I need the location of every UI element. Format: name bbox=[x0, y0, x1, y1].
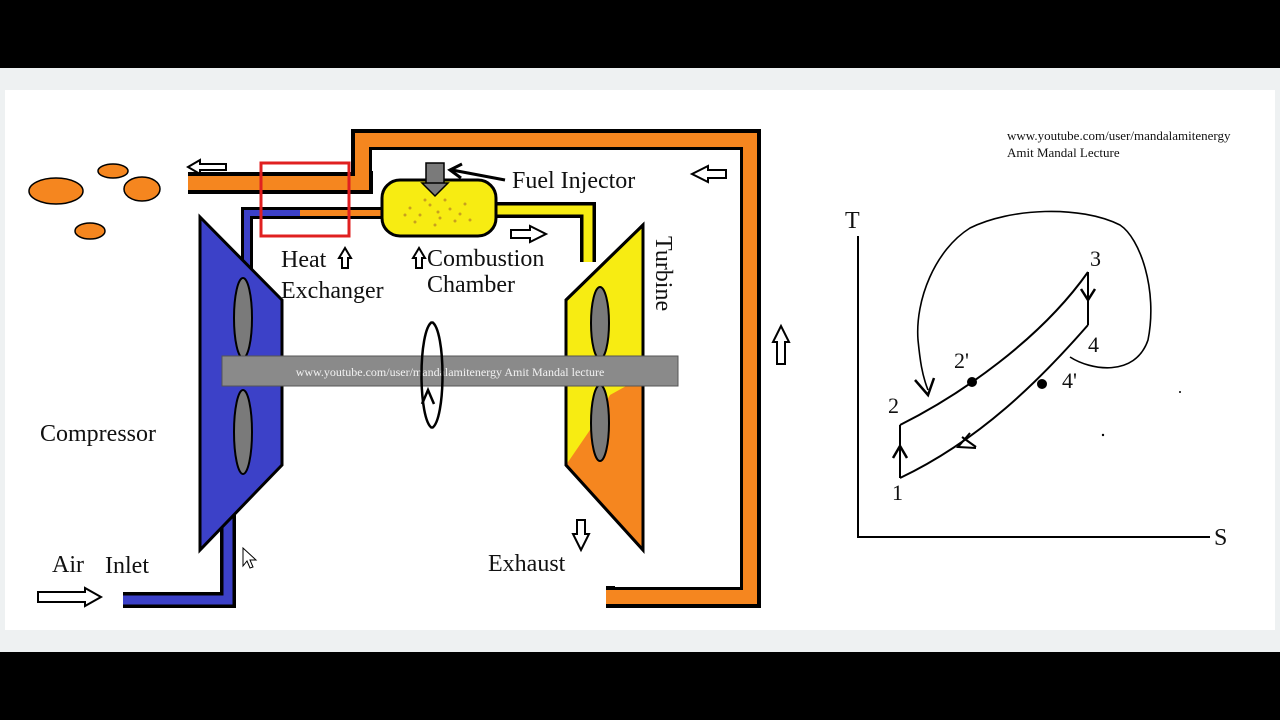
ts-point-4-label: 4 bbox=[1088, 332, 1099, 357]
label-exhaust: Exhaust bbox=[488, 551, 566, 577]
exhaust-gas-pipe bbox=[188, 129, 761, 608]
arrow-exhaust-out-icon bbox=[186, 158, 227, 176]
arrow-top-pipe-icon bbox=[689, 164, 727, 184]
mouse-cursor-icon bbox=[242, 546, 258, 569]
ts-axis-s-label: S bbox=[1214, 525, 1227, 551]
ts-point-2p-dot bbox=[967, 377, 977, 387]
arrow-heat-up-icon bbox=[337, 246, 353, 269]
label-heat: Heat bbox=[281, 247, 327, 273]
stray-dot bbox=[1101, 433, 1105, 437]
ts-arrow-1-2-icon bbox=[891, 443, 909, 459]
combustion-to-turbine-pipe bbox=[494, 202, 596, 262]
ts-process-4-1 bbox=[899, 324, 1089, 479]
arrow-to-turbine-icon bbox=[510, 224, 549, 244]
flow-arrows bbox=[37, 158, 791, 608]
ts-process-2-3 bbox=[899, 271, 1089, 426]
watermark-channel: Amit Mandal Lecture bbox=[1007, 145, 1120, 160]
turbine-blade-bottom bbox=[590, 384, 610, 462]
label-fuel-injector: Fuel Injector bbox=[512, 168, 635, 194]
combustion-chamber bbox=[380, 162, 498, 238]
arrow-air-inlet-icon bbox=[37, 586, 104, 608]
arrow-exhaust-down-icon bbox=[571, 519, 591, 553]
watermark-url: www.youtube.com/user/mandalamitenergy bbox=[1007, 128, 1231, 143]
label-exchanger: Exchanger bbox=[281, 278, 384, 304]
label-turbine: Turbine bbox=[650, 236, 676, 311]
shaft-watermark: www.youtube.com/user/mandalamitenergy Am… bbox=[296, 365, 605, 379]
turbine bbox=[564, 221, 645, 554]
inlet-pipe bbox=[123, 515, 236, 608]
rotation-icon bbox=[420, 320, 444, 430]
ts-point-3-label: 3 bbox=[1090, 246, 1101, 271]
label-combustion: Combustion bbox=[427, 246, 544, 272]
compressor-blade-bottom bbox=[233, 389, 253, 475]
ts-arrow-4-1-head-icon bbox=[955, 432, 977, 449]
ts-axes bbox=[857, 236, 1210, 538]
label-chamber: Chamber bbox=[427, 272, 515, 298]
ts-point-1-label: 1 bbox=[892, 480, 903, 505]
smoke-clouds bbox=[28, 163, 161, 240]
ts-axis-t-label: T bbox=[845, 208, 860, 234]
label-inlet: Inlet bbox=[105, 553, 149, 579]
ts-point-4p-dot bbox=[1037, 379, 1047, 389]
label-air: Air bbox=[52, 552, 84, 578]
heat-exchanger-box bbox=[259, 161, 351, 238]
flame-texture bbox=[403, 198, 472, 227]
compressor-blade-top bbox=[233, 277, 253, 359]
ts-point-2p-label: 2' bbox=[954, 348, 969, 373]
shaft: www.youtube.com/user/mandalamitenergy Am… bbox=[221, 355, 679, 387]
ts-regeneration-loop bbox=[916, 210, 1152, 391]
label-compressor: Compressor bbox=[40, 421, 156, 447]
arrow-right-pipe-icon bbox=[771, 323, 791, 365]
turbine-blade-top bbox=[590, 286, 610, 360]
ts-diagram: T S 1 2 2' 3 4 4' bbox=[845, 208, 1227, 551]
ts-point-2-label: 2 bbox=[888, 393, 899, 418]
ts-arrow-3-4-icon bbox=[1079, 288, 1097, 303]
stray-dot bbox=[1179, 391, 1181, 393]
fuel-injector-pointer-icon bbox=[447, 162, 506, 182]
ts-arrow-regen-icon bbox=[914, 377, 936, 398]
arrow-combustion-up-icon bbox=[411, 246, 427, 269]
ts-point-4p-label: 4' bbox=[1062, 368, 1077, 393]
